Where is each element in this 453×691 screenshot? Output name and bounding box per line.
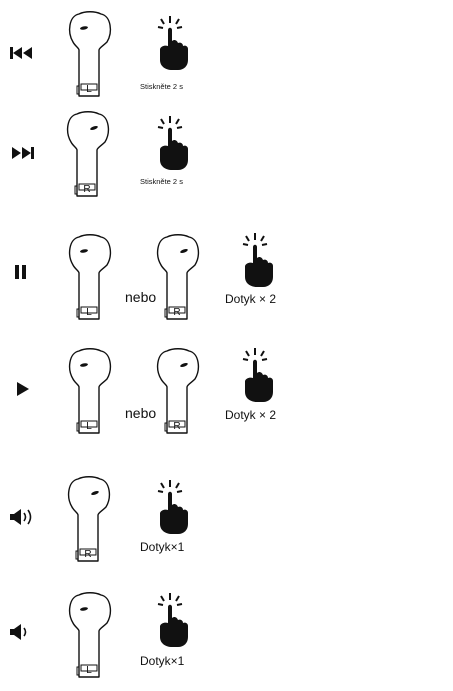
earbud-side-label: L xyxy=(86,421,92,432)
row-play: L nebo R Dotyk × 2 xyxy=(0,344,453,444)
tap-hand-icon xyxy=(152,479,192,535)
next-track-icon xyxy=(10,146,40,166)
tap-hand-icon xyxy=(237,347,277,403)
earbud-right: R xyxy=(63,110,113,210)
earbud-side-label: R xyxy=(84,549,91,560)
earbud-side-label: L xyxy=(86,84,92,95)
tap-hand-icon xyxy=(237,232,277,288)
row-next-track: R Stiskněte 2 s xyxy=(0,108,453,208)
action-caption: Dotyk × 2 xyxy=(225,408,277,422)
earbud-side-label: R xyxy=(173,307,180,318)
pause-icon xyxy=(14,265,44,285)
action-caption: Stiskněte 2 s xyxy=(140,177,183,186)
tap-hand-icon xyxy=(152,15,192,71)
volume-up-icon xyxy=(10,509,40,529)
earbud-side-label: R xyxy=(173,421,180,432)
action-caption: Dotyk×1 xyxy=(140,540,185,554)
previous-track-icon xyxy=(10,46,40,66)
earbud-left: L xyxy=(65,10,115,110)
action-caption: Dotyk×1 xyxy=(140,654,185,668)
earbud-left: L xyxy=(65,591,115,691)
volume-down-icon xyxy=(10,624,40,644)
action-caption: Stiskněte 2 s xyxy=(140,82,183,91)
tap-hand-icon xyxy=(152,115,192,171)
row-volume-up: R Dotyk×1 xyxy=(0,470,453,570)
earbud-side-label: L xyxy=(86,307,92,318)
earbud-right: R xyxy=(153,233,203,333)
row-previous-track: L Stiskněte 2 s xyxy=(0,0,453,110)
row-pause: L nebo R Dotyk × 2 xyxy=(0,228,453,328)
play-icon xyxy=(16,382,46,402)
earbud-side-label: L xyxy=(86,665,92,676)
tap-hand-icon xyxy=(152,592,192,648)
earbud-left: L xyxy=(65,347,115,447)
earbud-left: L xyxy=(65,233,115,333)
action-caption: Dotyk × 2 xyxy=(225,292,277,306)
earbud-side-label: R xyxy=(83,184,90,195)
connector-or: nebo xyxy=(125,405,157,421)
earbud-right: R xyxy=(64,475,114,575)
row-volume-down: L Dotyk×1 xyxy=(0,585,453,681)
earbud-right: R xyxy=(153,347,203,447)
connector-or: nebo xyxy=(125,289,157,305)
